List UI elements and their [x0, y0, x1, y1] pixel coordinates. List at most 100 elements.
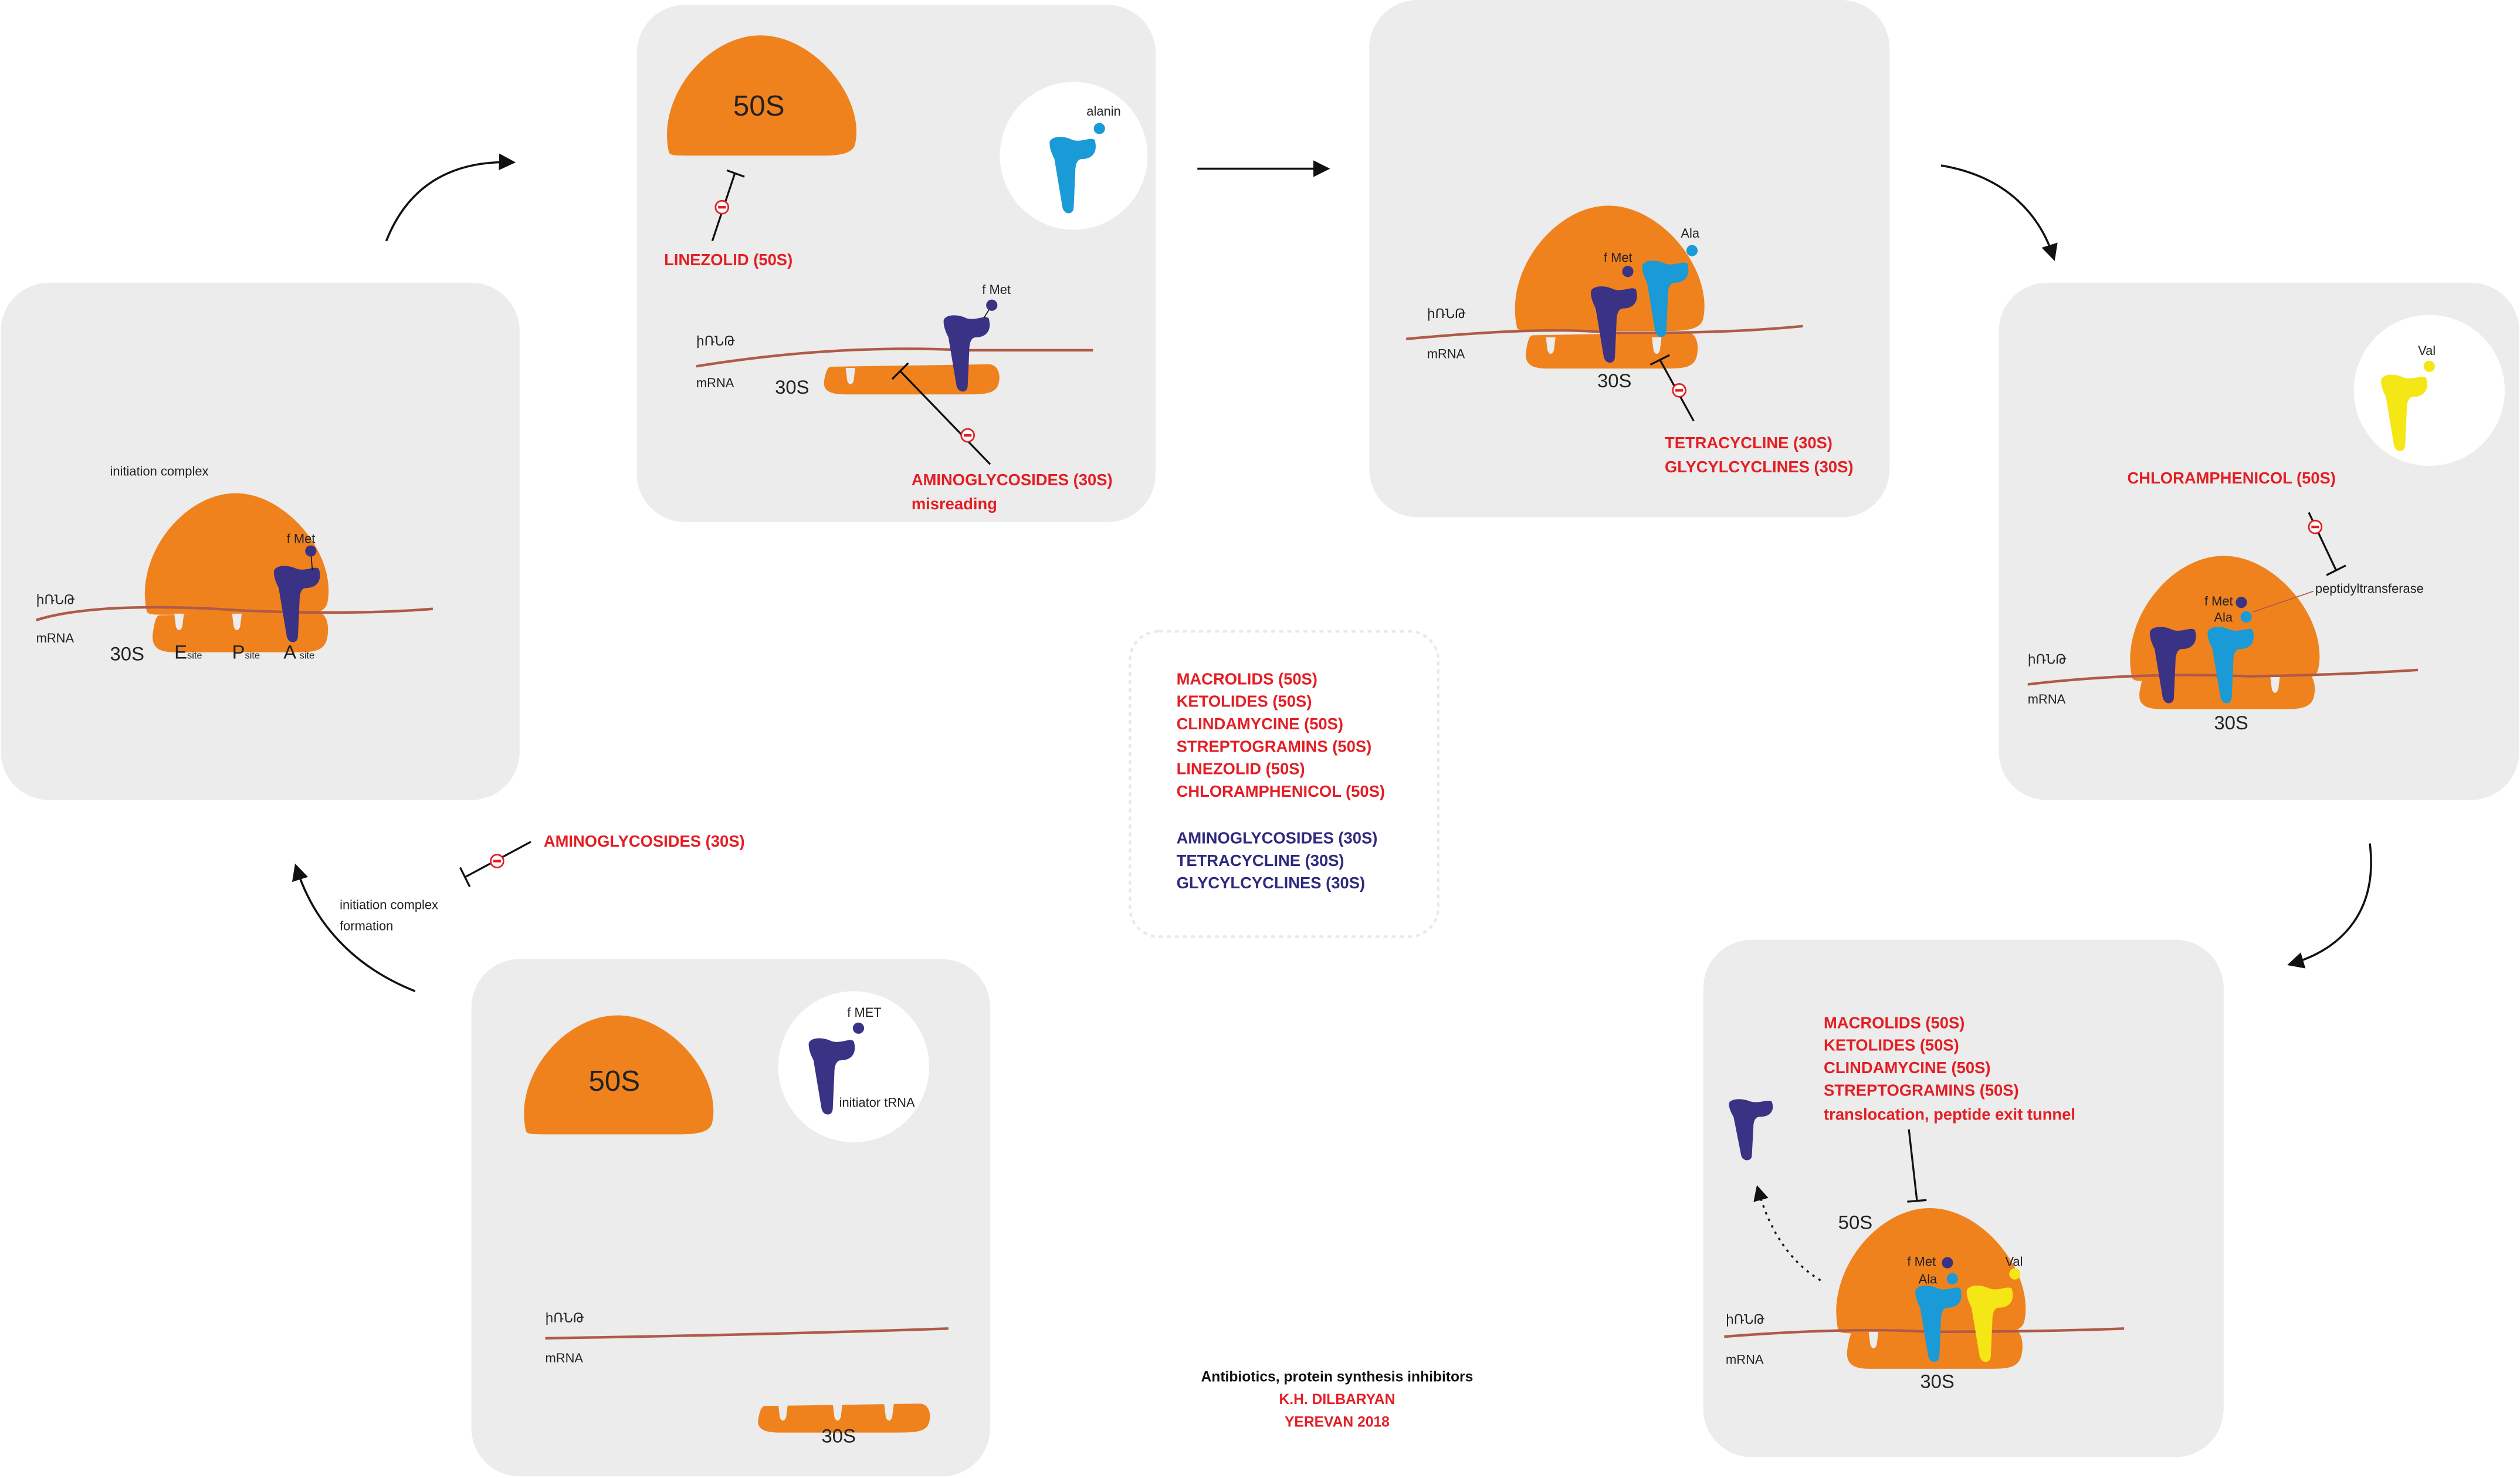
minus-icon [2308, 519, 2323, 535]
mrna-label-armenian: իՌՆԹ [1427, 306, 1466, 321]
legend-item: CLINDAMYCINE (50S) [1177, 715, 1343, 733]
30s-label: 30S [2214, 712, 2248, 733]
legend-item: MACROLIDS (50S) [1177, 669, 1317, 688]
panel-tetracycline: f Met Ala իՌՆԹ mRNA 30S TETRACYCLINE (30… [1369, 0, 1890, 518]
fmet-label: f Met [982, 282, 1011, 297]
trna-bubble [778, 991, 929, 1142]
fmet-label: f MET [847, 1005, 881, 1020]
glycylcyclines-label: GLYCYLCYCLINES (30S) [1665, 458, 1853, 476]
mrna-label: mRNA [2028, 692, 2066, 706]
mrna-strand [35, 606, 433, 621]
ketolides-label: KETOLIDES (50S) [1824, 1036, 1959, 1054]
mrna-label: mRNA [36, 631, 74, 645]
inhibition-bar-icon [891, 362, 991, 465]
50s-label: 50S [1838, 1212, 1872, 1233]
legend-box: MACROLIDS (50S) KETOLIDES (50S) CLINDAMY… [1129, 630, 1439, 938]
mrna-label: mRNA [1726, 1352, 1764, 1367]
mrna-label: mRNA [696, 376, 734, 390]
legend-item: CHLORAMPHENICOL (50S) [1177, 782, 1385, 800]
valine-amino-acid [2423, 360, 2435, 372]
alanine-amino-acid [1946, 1273, 1958, 1285]
val-label: Val [2418, 343, 2436, 358]
credits-title: Antibiotics, protein synthesis inhibitor… [1201, 1369, 1474, 1385]
tetracycline-label: TETRACYCLINE (30S) [1665, 434, 1833, 452]
fmet-amino-acid [852, 1022, 865, 1034]
e-site-label: Esite [174, 641, 202, 663]
cycle-arrow-4 [2287, 843, 2372, 969]
panel-free-subunits: 50S f MET initiator tRNA իՌՆԹ mRNA 30S [471, 959, 991, 1477]
p-site-label: Psite [232, 641, 260, 663]
credits-place: YEREVAN 2018 [1285, 1414, 1390, 1430]
alanine-amino-acid [1686, 245, 1698, 256]
ala-label: Ala [1919, 1272, 1938, 1287]
valine-amino-acid [2009, 1268, 2021, 1280]
mrna-label-armenian: իՌՆԹ [546, 1310, 584, 1325]
minus-icon [714, 199, 730, 215]
chloramphenicol-label: CHLORAMPHENICOL (50S) [2128, 469, 2336, 487]
minus-icon [960, 428, 975, 443]
macrolids-label: MACROLIDS (50S) [1824, 1013, 1964, 1031]
30s-label: 30S [1920, 1371, 1954, 1392]
mrna-strand [545, 1327, 949, 1340]
fmet-label: f Met [2204, 594, 2233, 608]
mrna-label-armenian: իՌՆԹ [696, 334, 735, 349]
panel-chloramphenicol: Val CHLORAMPHENICOL (50S) peptidyltransf… [1999, 282, 2519, 800]
legend-item: TETRACYCLINE (30S) [1177, 851, 1344, 870]
inhibition-bar-icon [1907, 1129, 1927, 1203]
minus-icon [490, 854, 504, 868]
ala-label: Ala [1681, 226, 1699, 241]
initiator-trna-label: initiator tRNA [839, 1095, 915, 1110]
misreading-label: misreading [912, 495, 997, 513]
legend-item: KETOLIDES (50S) [1177, 692, 1312, 711]
streptogramins-label: STREPTOGRAMINS (50S) [1824, 1081, 2019, 1099]
fmet-amino-acid [305, 545, 317, 557]
legend-item: AMINOGLYCOSIDES (30S) [1177, 828, 1378, 847]
panel-initiation-complex: initiation complex f Met իՌՆԹ mRNA 30S E… [1, 282, 520, 800]
panel-title: initiation complex [110, 464, 209, 478]
aminoglycosides-formation-label: AMINOGLYCOSIDES (30S) [544, 832, 745, 850]
peptidyltransferase-label: peptidyltransferase [2315, 581, 2424, 596]
panel-translocation: MACROLIDS (50S) KETOLIDES (50S) CLINDAMY… [1703, 939, 2224, 1457]
val-label: Val [2005, 1254, 2023, 1269]
credits: Antibiotics, protein synthesis inhibitor… [1201, 1369, 1474, 1430]
ala-label: Ala [2214, 610, 2233, 625]
fmet-amino-acid [2236, 597, 2247, 608]
minus-icon [1672, 383, 1686, 398]
mrna-label-armenian: իՌՆԹ [1726, 1312, 1764, 1327]
30s-label: 30S [1597, 370, 1631, 391]
mrna-label: mRNA [1427, 347, 1465, 361]
cycle-arrow-5 [292, 863, 416, 993]
credits-author: K.H. DILBARYAN [1279, 1392, 1395, 1408]
linezolid-label: LINEZOLID (50S) [664, 251, 792, 269]
cycle-arrow-1 [385, 153, 516, 242]
30s-label: 30S [110, 642, 144, 664]
legend-item: GLYCYLCYCLINES (30S) [1177, 874, 1365, 892]
50s-label: 50S [733, 90, 785, 122]
translocation-label: translocation, peptide exit tunnel [1824, 1105, 2075, 1123]
30s-label: 30S [775, 376, 809, 398]
fmet-amino-acid [1622, 266, 1634, 278]
mrna-label-armenian: իՌՆԹ [36, 593, 75, 607]
legend-item: LINEZOLID (50S) [1177, 760, 1305, 778]
30s-label: 30S [822, 1425, 856, 1447]
trna-bubble [2353, 314, 2505, 466]
alanine-amino-acid [2240, 611, 2252, 623]
mrna-strand [2027, 668, 2419, 686]
alanine-amino-acid [1093, 123, 1105, 134]
clindamycine-label: CLINDAMYCINE (50S) [1824, 1058, 1990, 1077]
legend-item: STREPTOGRAMINS (50S) [1177, 737, 1372, 755]
fmet-label: f Met [287, 531, 316, 546]
formation-label-line2: formation [340, 918, 393, 933]
alanin-label: alanin [1086, 104, 1120, 119]
50s-label: 50S [588, 1065, 640, 1097]
mrna-label-armenian: իՌՆԹ [2028, 652, 2067, 667]
mrna-strand [696, 347, 1093, 368]
cycle-arrow-3 [1940, 164, 2058, 261]
formation-label-line1: initiation complex [340, 898, 438, 912]
fmet-label: f Met [1907, 1254, 1936, 1269]
fmet-label: f Met [1604, 250, 1632, 265]
aminoglycosides-label: AMINOGLYCOSIDES (30S) [912, 471, 1113, 489]
fmet-amino-acid [986, 299, 998, 311]
